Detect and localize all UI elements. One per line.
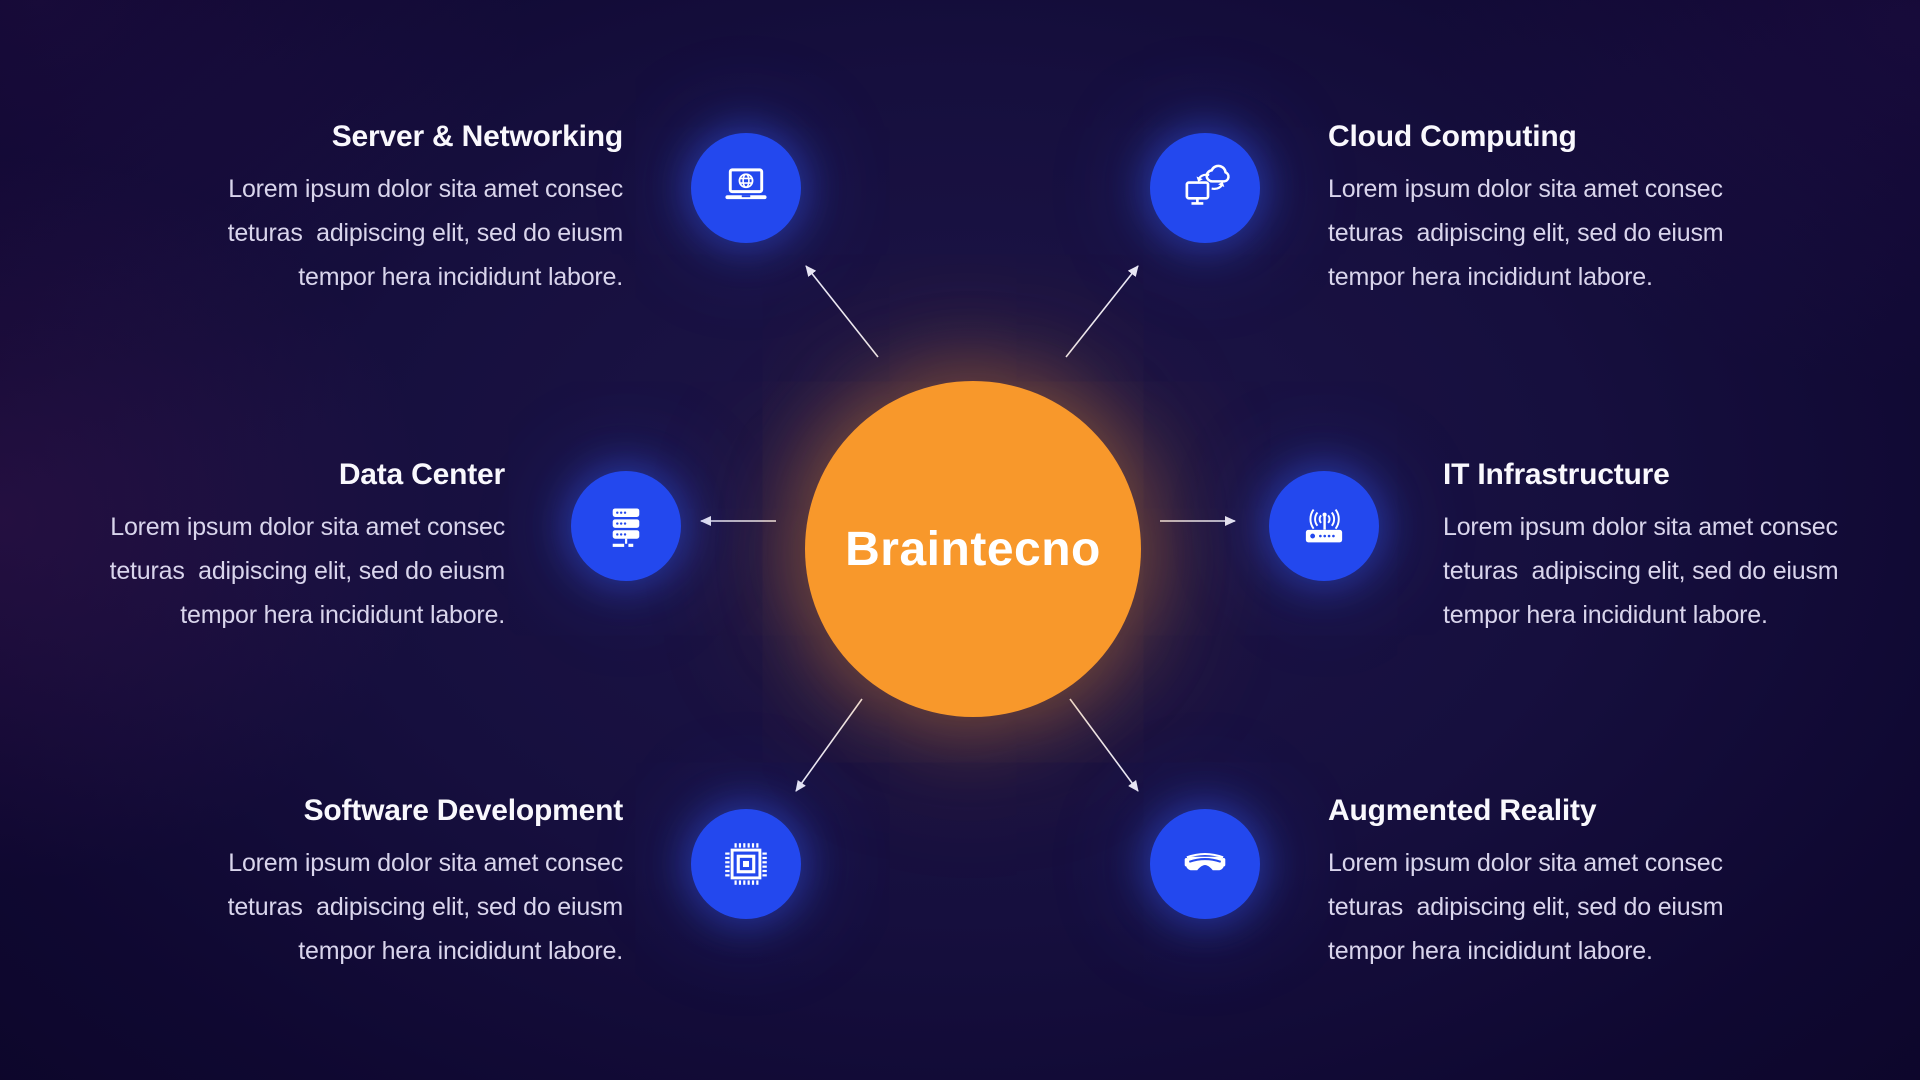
arrow-top-left (805, 265, 879, 358)
node-cloud-computing: Cloud Computing Lorem ipsum dolor sita a… (1328, 120, 1758, 299)
node-description: Lorem ipsum dolor sita amet consec tetur… (227, 175, 624, 291)
node-software-development: Software Development Lorem ipsum dolor s… (193, 794, 624, 973)
node-it-infrastructure: IT Infrastructure Lorem ipsum dolor sita… (1443, 458, 1873, 637)
node-circle-augmented-reality (1150, 809, 1260, 919)
node-title: Server & Networking (331, 120, 623, 153)
node-description: Lorem ipsum dolor sita amet consec tetur… (1328, 175, 1724, 291)
arrow-bottom-left (795, 698, 863, 792)
node-description: Lorem ipsum dolor sita amet consec tetur… (227, 849, 624, 965)
node-circle-data-center (571, 471, 681, 581)
node-data-center: Data Center Lorem ipsum dolor sita amet … (75, 458, 506, 637)
node-description: Lorem ipsum dolor sita amet consec tetur… (109, 513, 506, 629)
node-title: Software Development (303, 794, 624, 827)
node-title: Cloud Computing (1328, 120, 1577, 153)
node-server-networking: Server & Networking Lorem ipsum dolor si… (193, 120, 624, 299)
node-circle-software-development (691, 809, 801, 919)
center-hub: Braintecno (805, 381, 1141, 717)
node-circle-server-networking (691, 133, 801, 243)
node-title: IT Infrastructure (1443, 458, 1670, 491)
cpu-chip-icon (717, 835, 775, 893)
wireless-router-icon (1295, 497, 1353, 555)
node-circle-it-infrastructure (1269, 471, 1379, 581)
server-rack-icon (597, 497, 655, 555)
arrow-top-right (1065, 265, 1139, 358)
brand-label: Braintecno (845, 522, 1101, 576)
cloud-sync-icon (1176, 159, 1234, 217)
node-title: Augmented Reality (1328, 794, 1597, 827)
arrow-bottom-right (1069, 698, 1139, 792)
node-circle-cloud-computing (1150, 133, 1260, 243)
node-augmented-reality: Augmented Reality Lorem ipsum dolor sita… (1328, 794, 1758, 973)
node-description: Lorem ipsum dolor sita amet consec tetur… (1443, 513, 1839, 629)
node-title: Data Center (338, 458, 505, 491)
node-description: Lorem ipsum dolor sita amet consec tetur… (1328, 849, 1724, 965)
ar-goggles-icon (1176, 835, 1234, 893)
laptop-globe-icon (717, 159, 775, 217)
